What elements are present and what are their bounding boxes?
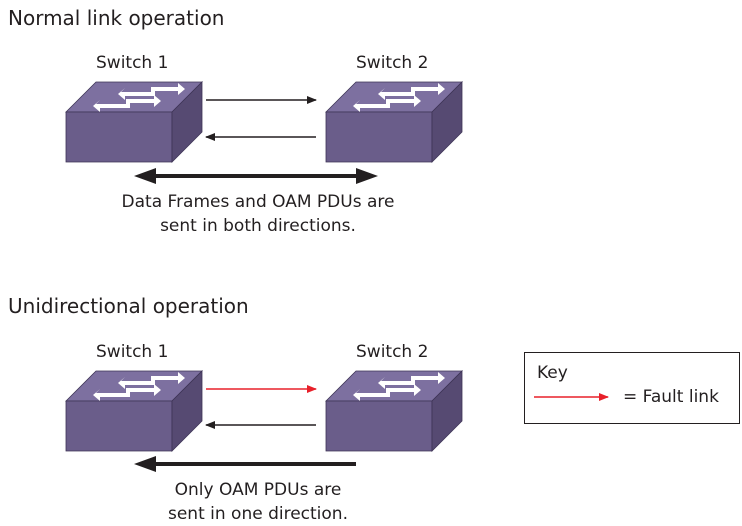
unidirectional-caption: Only OAM PDUs are sent in one direction. <box>88 478 428 526</box>
unidirectional-switch-1-icon <box>65 370 203 452</box>
key-box: Key = Fault link <box>524 352 740 424</box>
unidirectional-caption-line-1: Only OAM PDUs are <box>174 480 342 500</box>
unidirectional-switch-2-label: Switch 2 <box>356 342 429 362</box>
unidirectional-switch-1-label: Switch 1 <box>96 342 169 362</box>
key-fault-link-label: = Fault link <box>623 387 719 407</box>
normal-switch-2-icon <box>325 81 463 163</box>
normal-switch-2-label: Switch 2 <box>356 53 429 73</box>
one-direction-arrow <box>134 456 356 472</box>
normal-switch-1-icon <box>65 81 203 163</box>
normal-switch-1-label: Switch 1 <box>96 53 169 73</box>
normal-caption: Data Frames and OAM PDUs are sent in bot… <box>88 190 428 238</box>
unidirectional-switch-2-icon <box>325 370 463 452</box>
bidirectional-arrow <box>134 168 378 184</box>
normal-caption-line-1: Data Frames and OAM PDUs are <box>121 192 395 212</box>
unidirectional-caption-line-2: sent in one direction. <box>167 504 348 524</box>
normal-caption-line-2: sent in both directions. <box>160 216 356 236</box>
key-title: Key <box>537 363 568 383</box>
unidirectional-section-title: Unidirectional operation <box>8 294 249 318</box>
normal-section-title: Normal link operation <box>8 6 225 30</box>
